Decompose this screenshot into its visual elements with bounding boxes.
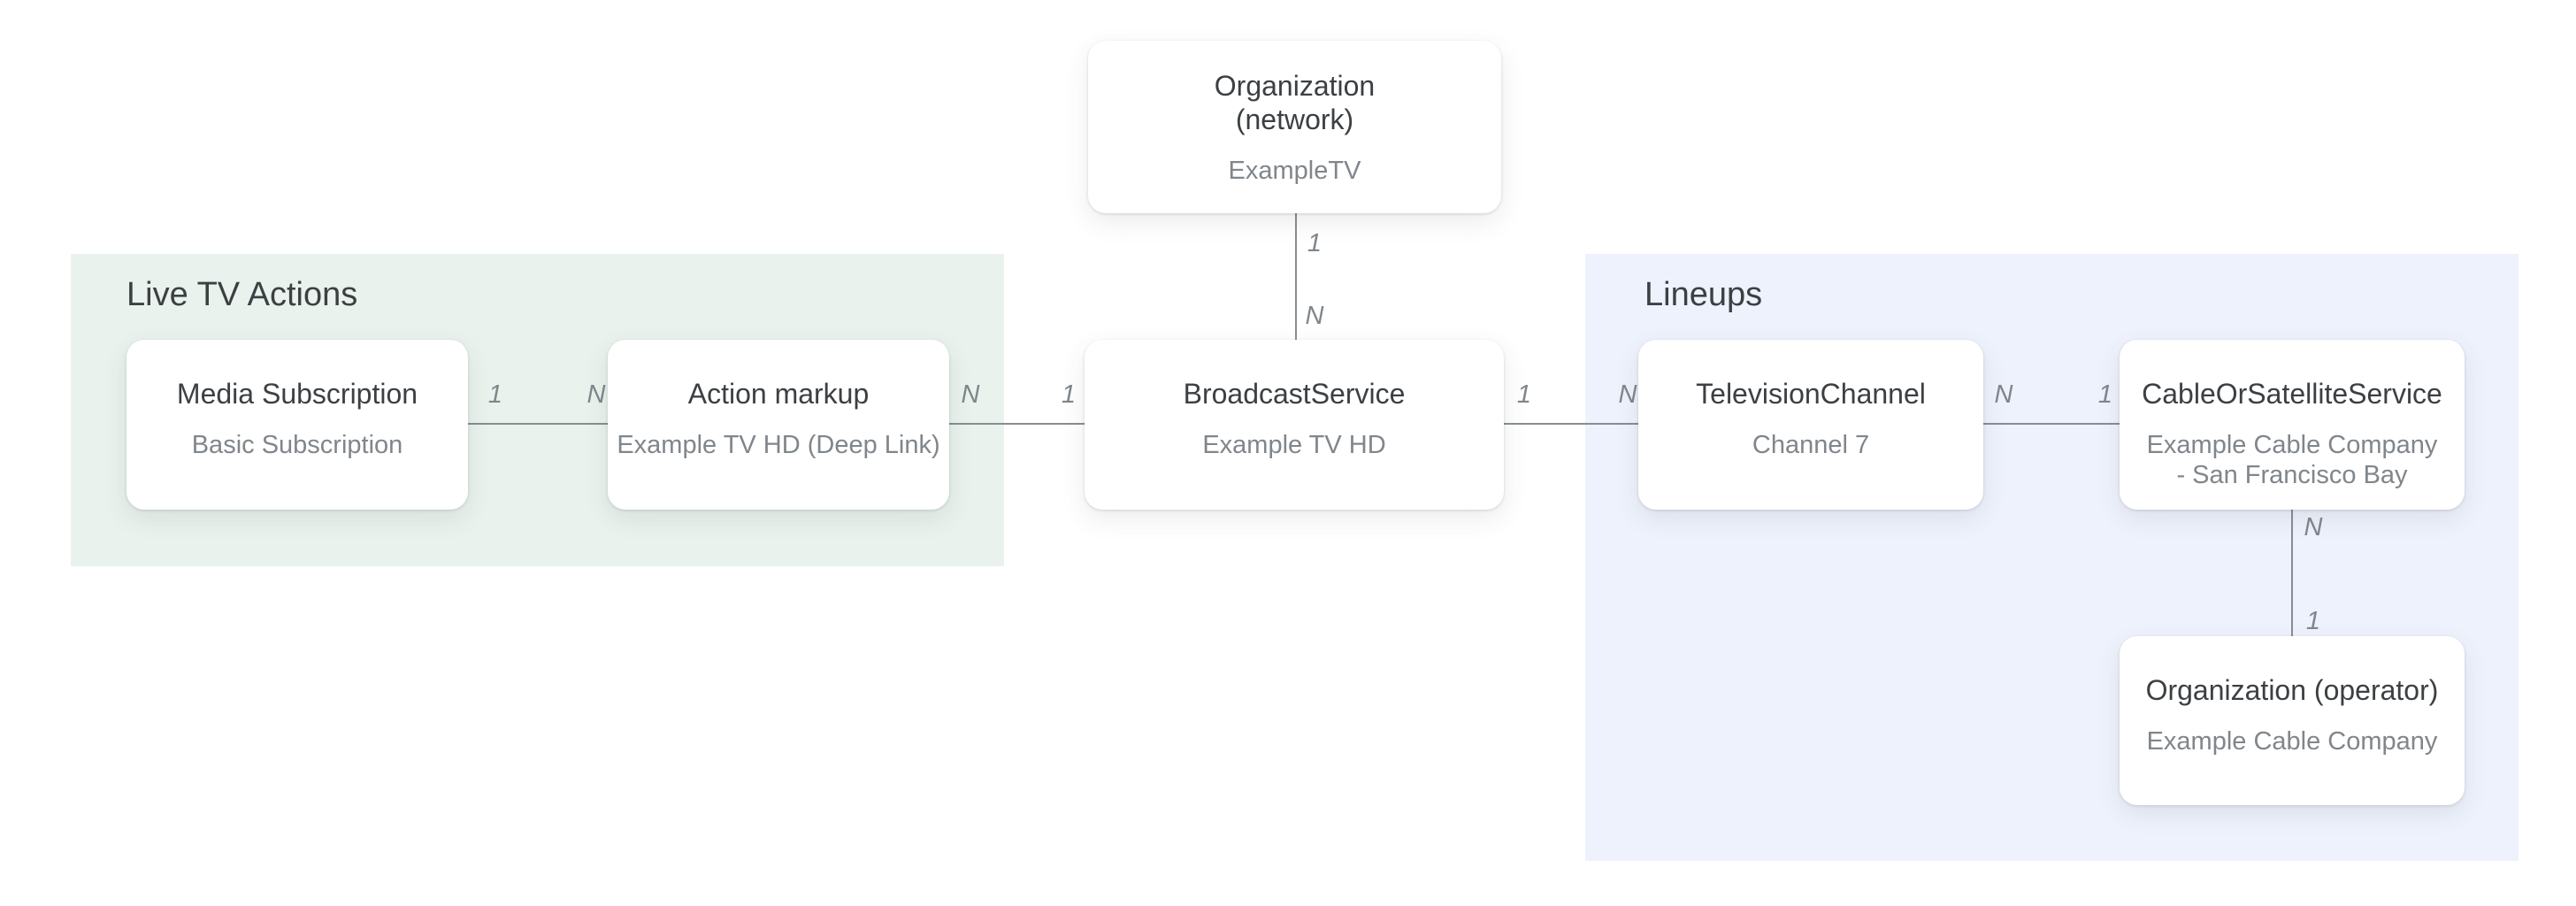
cardinality-label: N bbox=[586, 380, 606, 409]
node-title-line: TelevisionChannel bbox=[1696, 378, 1926, 410]
node-organization-network: Organization (network) ExampleTV bbox=[1088, 41, 1501, 213]
node-subtitle: Example TV HD (Deep Link) bbox=[617, 431, 940, 459]
node-title: Action markup bbox=[688, 377, 870, 411]
node-subtitle: Example Cable Company bbox=[2146, 727, 2438, 756]
connector-mediasub-action bbox=[468, 423, 608, 425]
node-title: CableOrSatelliteService bbox=[2142, 377, 2442, 411]
node-television-channel: TelevisionChannel Channel 7 bbox=[1638, 340, 1983, 510]
cardinality-label: 1 bbox=[1061, 380, 1077, 409]
node-broadcast-service: BroadcastService Example TV HD bbox=[1085, 340, 1504, 510]
cardinality-label: 1 bbox=[487, 380, 503, 409]
node-subtitle: Example Cable Company - San Francisco Ba… bbox=[2146, 431, 2438, 489]
cardinality-label: N bbox=[1305, 302, 1324, 330]
node-title: Organization (network) bbox=[1215, 69, 1375, 136]
node-title-line: BroadcastService bbox=[1183, 378, 1406, 410]
cardinality-label: 1 bbox=[2097, 380, 2113, 409]
connector-action-broadcast bbox=[949, 423, 1085, 425]
node-title-line: Organization bbox=[1214, 70, 1376, 102]
connector-broadcast-channel bbox=[1504, 423, 1638, 425]
node-media-subscription: Media Subscription Basic Subscription bbox=[126, 340, 468, 510]
cardinality-label: 1 bbox=[2305, 607, 2321, 635]
node-title-line: Organization (operator) bbox=[2145, 674, 2439, 706]
connector-network-broadcast bbox=[1295, 213, 1297, 340]
cardinality-label: 1 bbox=[1516, 380, 1532, 409]
node-title: Media Subscription bbox=[177, 377, 418, 411]
region-title-lineups: Lineups bbox=[1644, 276, 1763, 313]
connector-cable-operator bbox=[2291, 510, 2293, 636]
node-action-markup: Action markup Example TV HD (Deep Link) bbox=[608, 340, 949, 510]
cardinality-label: N bbox=[1994, 380, 2013, 409]
node-title: Organization (operator) bbox=[2146, 673, 2439, 707]
node-subtitle: Basic Subscription bbox=[191, 431, 403, 459]
cardinality-label: 1 bbox=[1307, 229, 1322, 257]
region-title-live-tv-actions: Live TV Actions bbox=[126, 276, 358, 313]
node-subtitle: ExampleTV bbox=[1228, 157, 1361, 185]
node-subtitle: Example TV HD bbox=[1202, 431, 1386, 459]
node-title-line: Media Subscription bbox=[176, 378, 418, 410]
node-title-line: (network) bbox=[1235, 104, 1354, 135]
node-title-line: CableOrSatelliteService bbox=[2142, 378, 2442, 410]
node-title: TelevisionChannel bbox=[1696, 377, 1926, 411]
cardinality-label: N bbox=[1618, 380, 1637, 409]
node-organization-operator: Organization (operator) Example Cable Co… bbox=[2120, 636, 2465, 805]
node-title: BroadcastService bbox=[1184, 377, 1406, 411]
cardinality-label: N bbox=[2304, 513, 2323, 541]
node-subtitle: Channel 7 bbox=[1752, 431, 1870, 459]
cardinality-label: N bbox=[961, 380, 980, 409]
connector-channel-cable bbox=[1983, 423, 2120, 425]
node-cable-or-satellite-service: CableOrSatelliteService Example Cable Co… bbox=[2120, 340, 2465, 510]
node-title-line: Action markup bbox=[687, 378, 870, 410]
